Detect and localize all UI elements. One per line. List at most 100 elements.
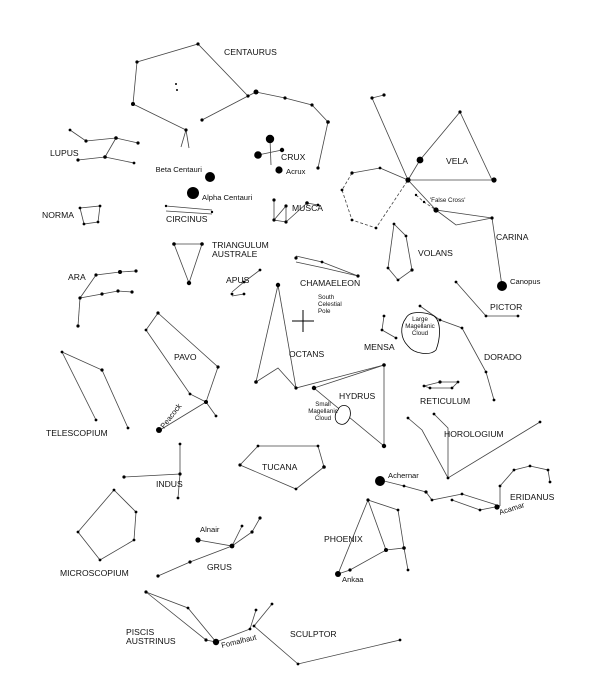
ara-line-24 [79, 270, 137, 299]
lupus-star-15 [114, 136, 118, 140]
vela-star-31 [350, 171, 354, 175]
centaurus-line-2 [201, 95, 249, 121]
centaurus-star-2 [253, 89, 259, 95]
vela-star-23 [370, 96, 374, 100]
star-label-achernar: Achernar [388, 471, 419, 480]
volans-star-57 [386, 266, 390, 270]
piscis-austrinus-line-58 [145, 591, 257, 643]
grus-star-139 [250, 530, 254, 534]
centaurus-star-12 [176, 89, 178, 91]
pavo-line-32 [157, 312, 219, 417]
constellation-label-ara: ARA [68, 272, 86, 282]
pavo-star-79 [214, 414, 218, 418]
ara-line-25 [79, 290, 133, 299]
octans-star-83 [254, 380, 258, 384]
dorado-star-90 [484, 370, 488, 374]
musca-star-49 [316, 203, 320, 207]
grus-star-138 [229, 543, 235, 549]
mensa-star-85 [382, 314, 386, 318]
pavo-star-77 [216, 365, 220, 369]
phoenix-star-134 [396, 508, 400, 512]
eridanus-star-118 [402, 484, 406, 488]
star-label-fomalhaut: Fomalhaut [220, 632, 258, 650]
pictor-star-74 [484, 314, 488, 318]
piscis-austrinus-line-59 [145, 591, 217, 643]
sculptor-line-61 [253, 603, 273, 627]
reticulum-star-98 [456, 380, 460, 384]
pavo-star-76 [156, 311, 160, 315]
ara-star-61 [134, 269, 138, 273]
vela-star-37 [422, 200, 426, 204]
eridanus-star-126 [548, 480, 552, 484]
star-beta-centauri [205, 172, 215, 182]
constellation-label-norma: NORMA [42, 210, 74, 220]
microscopium-star-145 [98, 558, 102, 562]
vela-star-35 [374, 226, 378, 230]
apus-line-28 [231, 293, 245, 297]
tucana-star-113 [294, 487, 298, 491]
volans-star-55 [410, 268, 414, 272]
crux-star-20 [265, 134, 275, 144]
star-ankaa [335, 571, 341, 577]
vela-line-13 [351, 167, 409, 181]
microscopium-line-57 [77, 489, 137, 561]
reticulum-star-100 [428, 386, 432, 390]
dorado-line-38 [439, 319, 495, 401]
lupus-star-13 [68, 128, 72, 132]
constellation-label-sculptor: SCULPTOR [290, 629, 337, 639]
eridanus-line-49 [379, 479, 501, 507]
eridanus-star-125 [546, 468, 550, 472]
vela-star-25 [416, 156, 424, 164]
tucana-star-111 [316, 444, 320, 448]
phoenix-line-52 [337, 499, 409, 575]
indus-star-116 [178, 442, 182, 446]
constellation-label-hydrus: HYDRUS [339, 391, 376, 401]
vela-star-28 [491, 177, 497, 183]
eridanus-star-124 [528, 464, 532, 468]
constellation-label-chamaeleon: CHAMAELEON [300, 278, 360, 288]
sculptor-star-153 [296, 662, 300, 666]
vela-line-9 [371, 94, 385, 99]
pictor-star-75 [516, 314, 520, 318]
phoenix-star-133 [406, 568, 410, 572]
apus-star-69 [242, 292, 246, 296]
ara-star-62 [100, 292, 104, 296]
vela-line-10 [371, 97, 493, 219]
eridanus-star-122 [498, 484, 502, 488]
star-fomalhaut [212, 638, 220, 646]
horologium-star-108 [446, 476, 450, 480]
phoenix-star-129 [366, 498, 370, 502]
constellation-label-telescopium: TELESCOPIUM [46, 428, 108, 438]
constellation-label-musca: MUSCA [292, 203, 323, 213]
ara-star-58 [78, 296, 82, 300]
sculptor-star-154 [398, 638, 402, 642]
constellation-label-pavo: PAVO [174, 352, 197, 362]
reticulum-star-99 [450, 386, 454, 390]
indus-line-47 [123, 444, 181, 478]
ara-star-65 [76, 324, 80, 328]
centaurus-line-0 [136, 43, 329, 169]
centaurus-star-7 [316, 166, 320, 170]
ara-star-63 [116, 289, 120, 293]
ara-star-64 [130, 290, 134, 294]
reticulum-star-96 [422, 384, 426, 388]
piscis-austrinus-star-149 [204, 638, 208, 642]
constellation-label-indus: INDUS [156, 479, 183, 489]
piscis-austrinus-star-147 [144, 590, 148, 594]
chamaeleon-star-71 [320, 260, 324, 264]
eridanus-line-51 [451, 499, 501, 511]
hydrus-star-93 [382, 363, 386, 367]
star-label-acrux: Acrux [286, 167, 306, 176]
lupus-star-14 [84, 139, 88, 143]
constellation-label-eridanus: ERIDANUS [510, 492, 555, 502]
apus-star-68 [258, 268, 262, 272]
dorado-star-88 [438, 318, 442, 322]
pavo-star-78 [204, 400, 208, 404]
vela-star-24 [382, 93, 386, 97]
vela-star-29 [433, 207, 439, 213]
grus-star-136 [188, 560, 192, 564]
star-label-alnair: Alnair [200, 525, 220, 534]
telescopium-line-42 [61, 351, 129, 429]
